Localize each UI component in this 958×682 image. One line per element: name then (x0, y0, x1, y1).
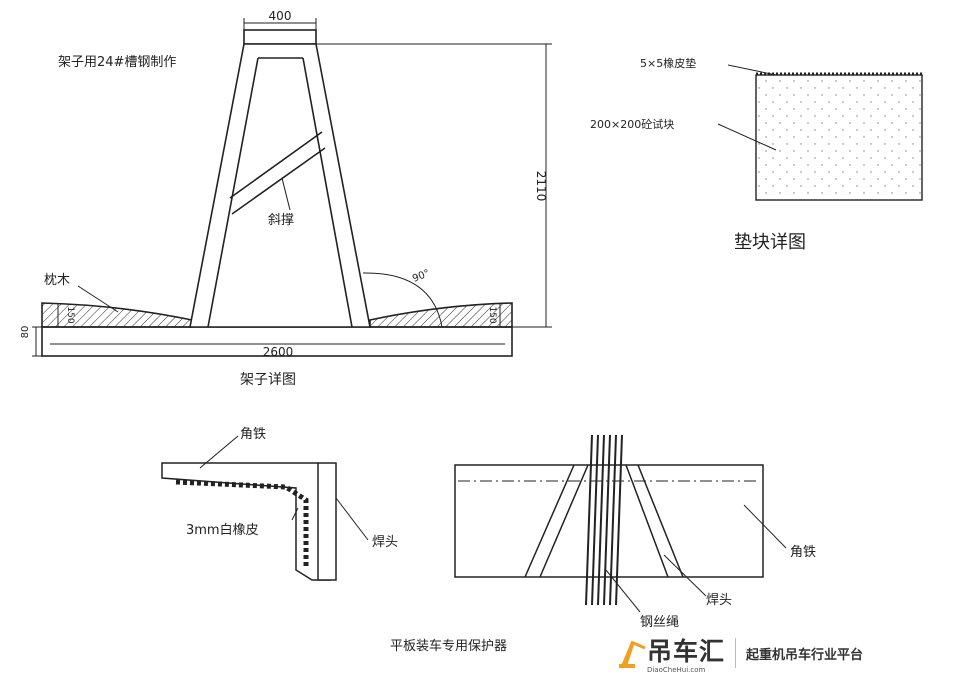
crane-icon (619, 640, 646, 668)
height-dimension-line (316, 43, 552, 328)
weld-label-right: 焊头 (706, 592, 732, 608)
brand-separator (735, 638, 737, 668)
rack-detail-drawing (32, 18, 552, 357)
brace-leader (281, 177, 291, 211)
sleeper-right (369, 302, 513, 328)
rubber-liner (175, 479, 309, 566)
angle-iron-label-right: 角铁 (790, 545, 816, 560)
protector-caption: 平板装车专用保护器 (390, 638, 507, 654)
protector-side-view (161, 435, 369, 581)
rope-label: 钢丝绳 (640, 615, 679, 630)
rack-frame-inner (207, 57, 353, 328)
sleeper-left (41, 302, 193, 328)
weld-leader-left (335, 497, 369, 541)
concrete-test-block (755, 74, 923, 201)
brand-logo: 吊车汇 DiaoCheHui.com (617, 632, 725, 674)
weld-strip-left (524, 464, 589, 578)
rack-caption: 架子详图 (240, 372, 296, 388)
weld-plate-left (317, 462, 337, 581)
angle-iron-leader-left (199, 435, 239, 469)
rope-leader (605, 569, 641, 613)
base-thickness-dimension-line (32, 326, 42, 357)
sleeper-height-left-label: 150 (65, 306, 75, 323)
steel-rope (585, 434, 623, 606)
rubber-pad-leader (727, 64, 777, 76)
block-leader (717, 123, 777, 151)
brand-domain: DiaoCheHui.com (647, 666, 706, 674)
pad-caption: 垫块详图 (734, 232, 806, 253)
sleeper-height-right-label: 150 (487, 306, 497, 323)
top-width-dimension-line (243, 18, 317, 30)
protector-front-view (454, 434, 787, 613)
rack-base-plate (41, 326, 513, 357)
sleeper-label: 枕木 (44, 273, 70, 288)
brand-watermark: 吊车汇 DiaoCheHui.com 起重机吊车行业平台 (617, 632, 947, 674)
rack-top-plate (243, 29, 317, 45)
top-width-label: 400 (269, 9, 292, 23)
brand-name: 吊车汇 (647, 637, 726, 666)
rack-material-note: 架子用24#槽钢制作 (58, 55, 176, 70)
weld-label-left: 焊头 (372, 534, 398, 550)
rack-frame-outer (189, 43, 371, 328)
pad-detail-drawing (717, 64, 923, 201)
weld-leader-right (663, 554, 707, 597)
base-width-label: 2600 (263, 345, 294, 359)
rack-diagonal-brace (229, 131, 326, 215)
rubber-pad-label: 5×5橡皮垫 (640, 56, 696, 70)
angle-iron-label-left: 角铁 (240, 427, 266, 442)
angle-label: 90° (411, 268, 432, 285)
brace-label: 斜撑 (268, 213, 294, 228)
angle-iron-leader-right (743, 504, 787, 549)
sleeper-leader (77, 285, 119, 313)
brand-slogan: 起重机吊车行业平台 (746, 647, 864, 663)
base-thickness-label: 80 (20, 326, 31, 339)
rack-height-label: 2110 (534, 171, 548, 202)
rubber-label: 3mm白橡皮 (186, 522, 259, 538)
weld-strip-right (625, 464, 684, 578)
concrete-block-label: 200×200砼试块 (590, 118, 674, 131)
angle-arc (362, 272, 443, 328)
rubber-leader (291, 507, 299, 521)
